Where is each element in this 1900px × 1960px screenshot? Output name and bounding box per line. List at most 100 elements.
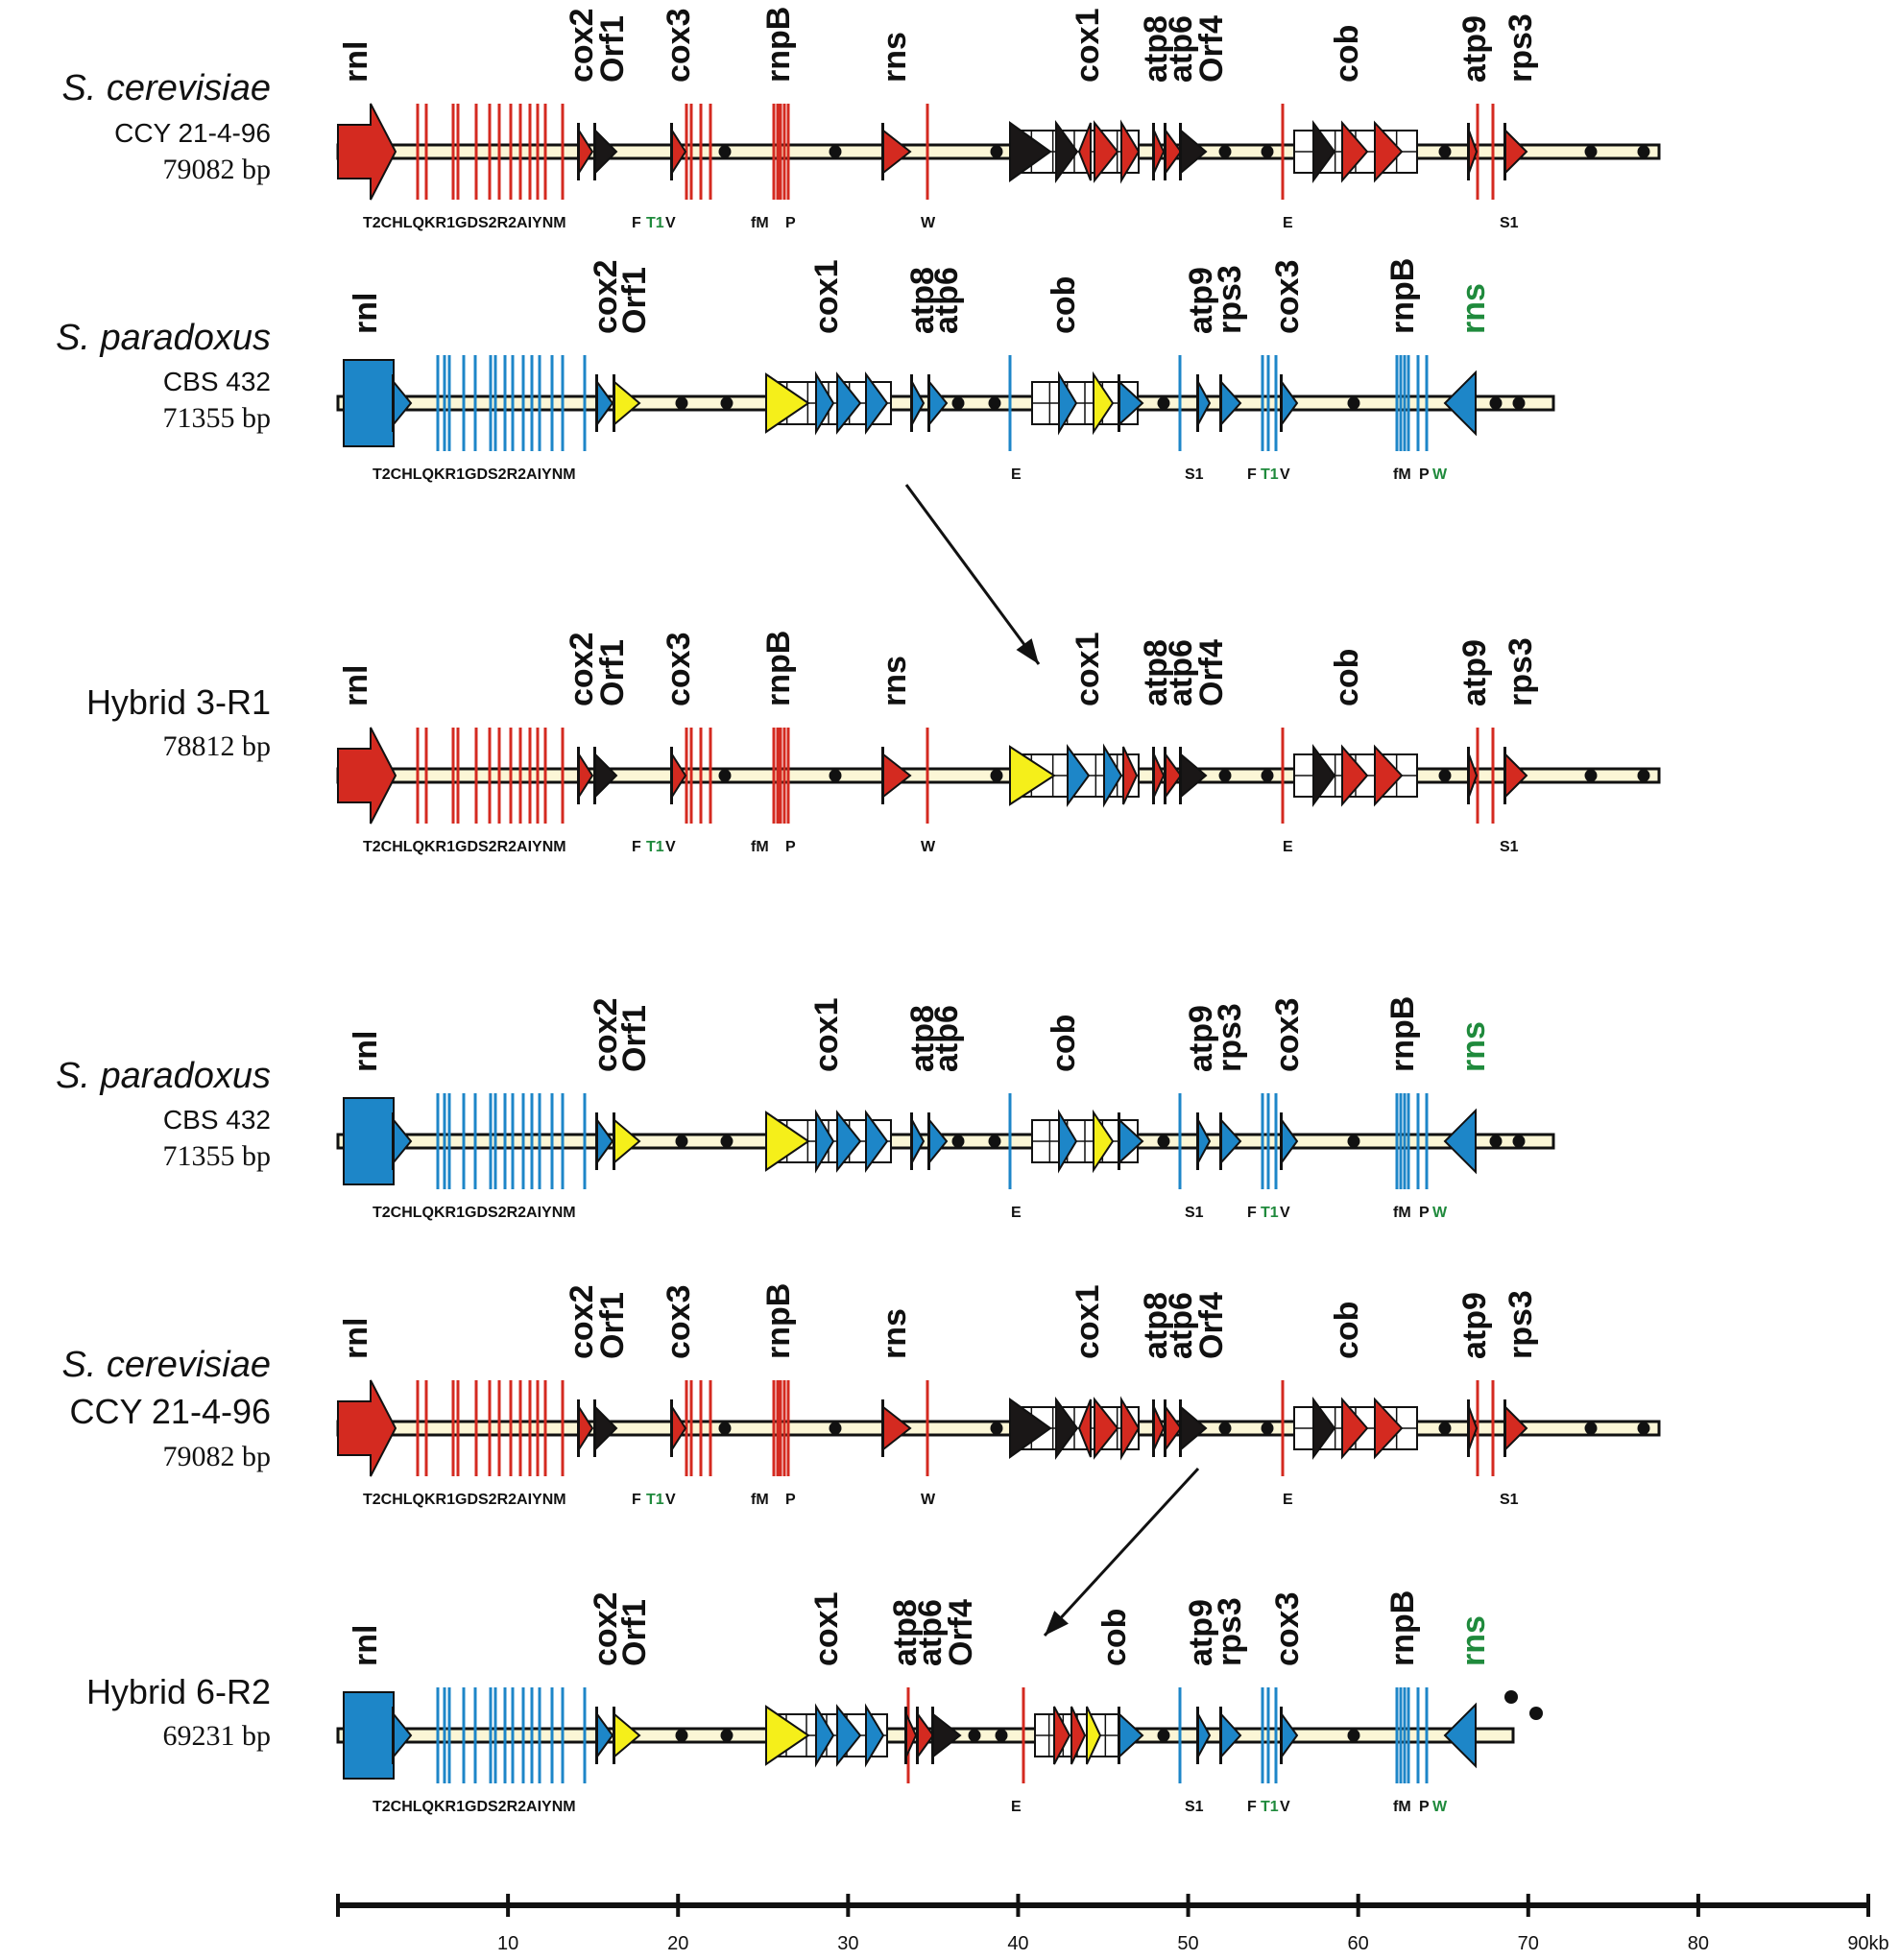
gene-tick <box>1179 747 1182 804</box>
trna-line <box>447 1093 451 1189</box>
gene-arrow <box>1281 1116 1299 1166</box>
gene-label: cox2 <box>588 1592 624 1667</box>
marker-dot <box>829 769 842 782</box>
trna-line <box>528 1380 532 1476</box>
gene-tick <box>392 1112 395 1170</box>
trna-line <box>536 728 540 824</box>
gene-arrow <box>1180 1404 1208 1452</box>
trna-line <box>456 1380 460 1476</box>
trna-label: V <box>1280 1205 1290 1221</box>
gene-label: rnl <box>338 1318 374 1359</box>
trna-line <box>416 728 420 824</box>
gene-arrow <box>596 1116 614 1166</box>
genome-size: 78812 bp <box>163 730 272 762</box>
gene-label: cox2 <box>564 9 600 84</box>
trna-label: P <box>1419 466 1430 483</box>
gene-arrow <box>1443 1702 1477 1769</box>
exon-arrow <box>836 1704 862 1767</box>
gene-label: cox3 <box>661 633 697 707</box>
trna-label: S1 <box>1500 839 1519 855</box>
trna-label: T2CHLQKR1GDS2R2AIYNM <box>373 466 576 483</box>
scale-label: 30 <box>837 1933 858 1954</box>
gene-label: Orf1 <box>594 639 631 706</box>
trna-line <box>782 1380 786 1476</box>
trna-line <box>493 355 497 451</box>
gene-label: atp9 <box>1456 639 1493 706</box>
exon-arrow <box>1086 1706 1102 1765</box>
trna-line <box>528 728 532 824</box>
gene-arrow <box>1443 1108 1477 1175</box>
trna-line <box>416 104 420 200</box>
marker-dot <box>1489 396 1503 410</box>
gene-tick <box>1179 123 1182 180</box>
trna-line <box>786 1380 790 1476</box>
gene-arrow <box>882 1404 912 1452</box>
gene-arrow <box>1197 1119 1212 1163</box>
genome-name: Hybrid 3-R1 <box>86 682 271 722</box>
trna-line <box>536 104 540 200</box>
marker-dot <box>1218 769 1232 782</box>
trna-line <box>561 728 565 824</box>
gene-tick <box>910 1112 913 1170</box>
exon-arrow <box>815 1109 835 1174</box>
marker-dot <box>1438 1422 1452 1435</box>
gene-label: rps3 <box>1212 1597 1248 1666</box>
trna-line <box>779 104 782 200</box>
gene-label: cox3 <box>1269 1592 1306 1667</box>
gene-label: Orf4 <box>1193 15 1230 83</box>
gene-arrow <box>1468 753 1479 798</box>
trna-line <box>1403 1687 1407 1783</box>
gene-label: Orf1 <box>594 15 631 83</box>
gene-label: rps3 <box>1503 637 1539 706</box>
exon-arrow <box>836 1110 862 1173</box>
trna-line <box>1416 355 1420 451</box>
exon-arrow <box>1058 370 1078 436</box>
gene-tick <box>670 1399 673 1457</box>
gene-arrow <box>911 381 926 425</box>
gene-tick <box>1164 1399 1166 1457</box>
trna-line <box>424 728 428 824</box>
gene-arrow <box>671 1403 687 1453</box>
trna-line <box>436 1093 440 1189</box>
gene-label: cox3 <box>661 1285 697 1360</box>
trna-label: W <box>1432 1205 1448 1221</box>
trna-line <box>1395 1093 1399 1189</box>
trna-label: E <box>1283 215 1293 231</box>
gene-box <box>343 1691 395 1780</box>
strain-label: CBS 432 <box>163 367 271 396</box>
trna-line <box>488 104 492 200</box>
trna-line <box>424 1380 428 1476</box>
trna-line <box>550 1687 554 1783</box>
marker-dot <box>675 1729 688 1742</box>
exon-arrow <box>765 1111 810 1172</box>
gene-label: rns <box>877 656 913 706</box>
gene-label: atp9 <box>1183 1005 1219 1072</box>
gene-label: Orf1 <box>616 267 653 334</box>
marker-dot <box>990 1422 1003 1435</box>
trna-line <box>1416 1687 1420 1783</box>
trna-line <box>561 1380 565 1476</box>
trna-line <box>543 1380 547 1476</box>
gene-label: rps3 <box>1503 13 1539 83</box>
trna-line <box>1261 1687 1264 1783</box>
gene-label: cox1 <box>808 1592 845 1667</box>
trna-line <box>1281 104 1285 200</box>
trna-line <box>489 355 493 451</box>
trna-line <box>436 355 440 451</box>
gene-label: Orf1 <box>616 1599 653 1666</box>
gene-tick <box>927 374 930 432</box>
gene-label: rns <box>1455 1021 1492 1072</box>
trna-label: T1 <box>646 215 664 231</box>
gene-arrow <box>578 127 594 177</box>
trna-line <box>1261 1093 1264 1189</box>
trna-label: fM <box>1393 1205 1411 1221</box>
gene-arrow <box>1180 128 1208 176</box>
gene-tick <box>1467 123 1470 180</box>
gene-tick <box>593 747 596 804</box>
trna-line <box>1274 355 1278 451</box>
trna-line <box>518 104 522 200</box>
trna-line <box>1261 355 1264 451</box>
gene-label: rnl <box>348 293 384 334</box>
